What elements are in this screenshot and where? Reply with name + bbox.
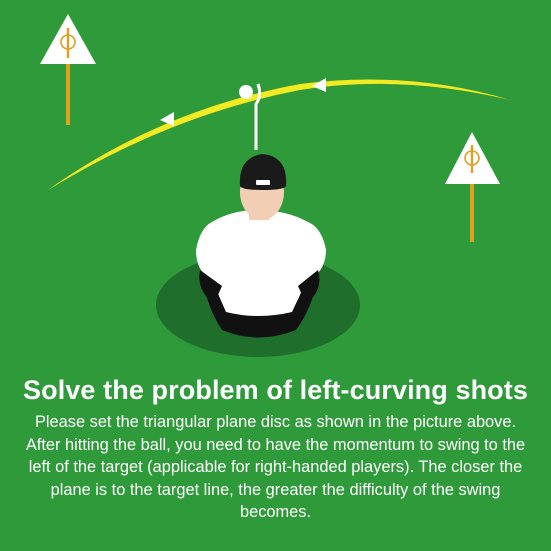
path-arrow-left <box>160 112 174 126</box>
golf-ball-icon <box>239 83 262 150</box>
heading: Solve the problem of left-curving shots <box>23 375 528 405</box>
description: Please set the triangular plane disc as … <box>25 413 526 521</box>
ball-flight-path <box>48 79 510 190</box>
left-target-marker <box>40 14 96 125</box>
path-arrow-right <box>312 78 326 92</box>
right-target-marker <box>445 132 500 242</box>
golfer-icon <box>196 154 326 338</box>
illustration-scene <box>40 14 510 357</box>
